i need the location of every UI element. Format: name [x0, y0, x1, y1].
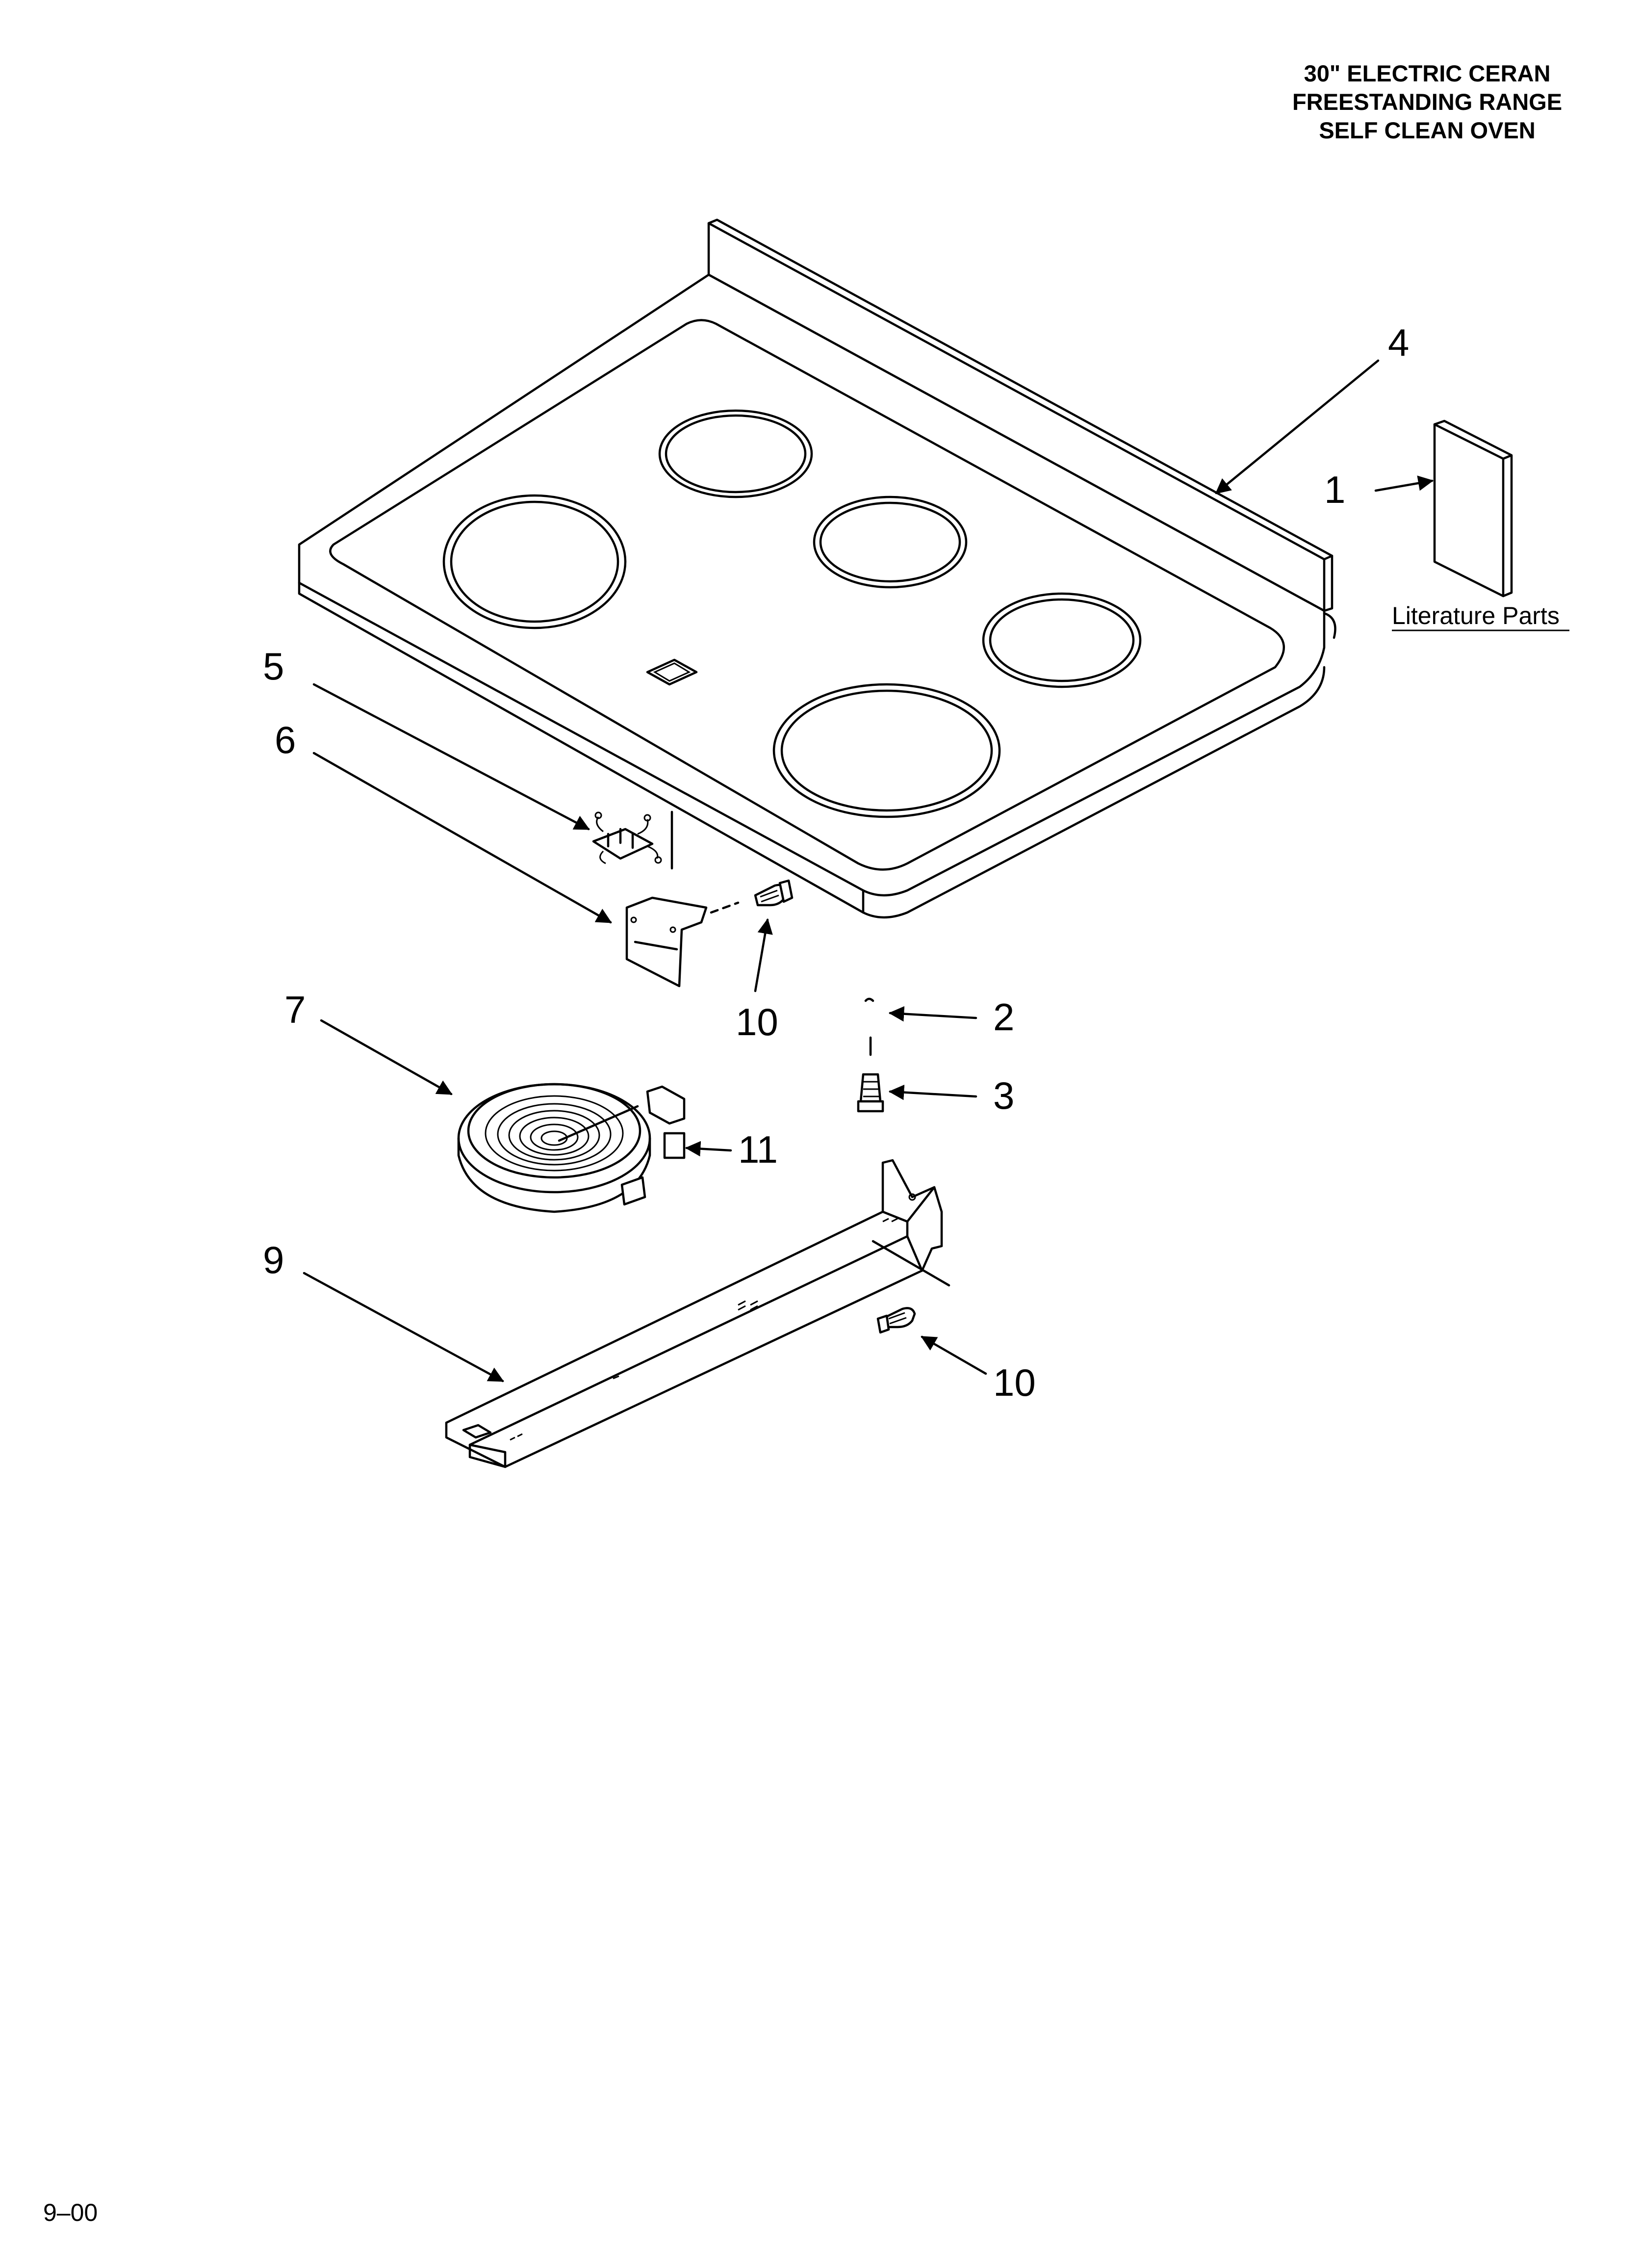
bracket: [625, 896, 740, 988]
title-line-2: FREESTANDING RANGE: [1292, 89, 1562, 115]
burner-right-front-inner: [780, 689, 993, 812]
leader-4: [1215, 359, 1380, 495]
callout-7: 7: [284, 988, 306, 1031]
clip-part-2: [864, 997, 874, 1056]
literature-parts: Literature Parts: [1392, 419, 1569, 631]
cooktop-assembly: [298, 218, 1336, 919]
callout-6: 6: [275, 718, 296, 761]
literature-label: Literature Parts: [1392, 602, 1560, 629]
callout-3: 3: [993, 1074, 1014, 1117]
callout-4: 4: [1388, 321, 1409, 364]
title-line-1: 30" ELECTRIC CERAN: [1304, 60, 1551, 86]
cooktop-surface: [298, 273, 1326, 897]
callout-11: 11: [738, 1128, 778, 1171]
callout-numbers: 4 1 5 6 10 2 3 7 11 9 10: [263, 321, 1409, 1404]
callout-2: 2: [993, 995, 1014, 1039]
callout-1: 1: [1324, 468, 1345, 511]
diagram-title: 30" ELECTRIC CERAN FREESTANDING RANGE SE…: [1292, 60, 1562, 143]
burner-right-rear: [982, 592, 1142, 688]
cooktop-backguard-top: [707, 218, 1334, 561]
callout-5: 5: [263, 645, 284, 688]
leader-2: [888, 1006, 977, 1022]
hot-surface-indicator: [646, 658, 698, 686]
leader-7: [320, 1019, 453, 1095]
burner-center-inner: [819, 501, 961, 583]
title-line-3: SELF CLEAN OVEN: [1319, 117, 1535, 143]
burner-left-front-inner: [450, 500, 619, 623]
burner-left-rear-inner: [665, 414, 807, 494]
cooktop-side-knob: [1323, 612, 1336, 639]
callout-9: 9: [263, 1238, 284, 1281]
terminal-block: [592, 810, 673, 870]
literature-booklet-edge: [1433, 419, 1513, 598]
leader-10-upper: [754, 918, 773, 992]
burner-left-front: [442, 494, 627, 629]
support-channel: [445, 1159, 950, 1468]
leader-lines: [303, 359, 1434, 1382]
leader-11: [685, 1141, 732, 1157]
cooktop-glass-edge: [329, 319, 1285, 871]
cooktop-front-lip: [298, 581, 1326, 919]
leader-10-lower: [921, 1335, 987, 1375]
date-code: 9–00: [43, 2199, 98, 2226]
screw-upper: [754, 879, 794, 907]
leader-9: [303, 1272, 504, 1382]
screw-part-3: [857, 1073, 884, 1113]
burner-left-rear: [658, 409, 813, 498]
burner-right-front: [772, 683, 1001, 818]
callout-10-lower: 10: [993, 1361, 1036, 1404]
leader-3: [888, 1084, 977, 1100]
callout-10-upper: 10: [736, 1000, 778, 1043]
hot-surface-indicator-inner: [653, 662, 691, 682]
leader-6: [312, 752, 612, 924]
cooktop-backguard-side: [1323, 554, 1334, 612]
burner-right-rear-inner: [989, 598, 1135, 682]
leader-1: [1374, 475, 1434, 492]
literature-booklet: [1433, 423, 1505, 598]
leader-5: [312, 683, 590, 831]
burner-center: [813, 495, 968, 589]
screw-lower: [876, 1307, 916, 1334]
radiant-element: [457, 1083, 686, 1213]
